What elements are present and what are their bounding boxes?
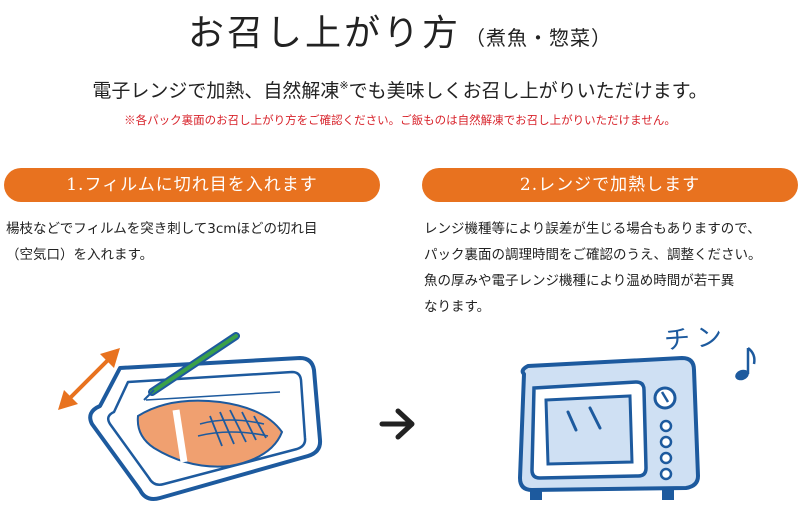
step-1-line: （空気口）を入れます。 <box>6 247 154 263</box>
title-main: お召し上がり方 <box>187 13 461 54</box>
music-note-icon <box>735 347 756 381</box>
step-1-line: 楊枝などでフィルムを突き刺して3cmほどの切れ目 <box>6 221 318 237</box>
caution-note: ※各パック裏面のお召し上がり方をご確認ください。ご飯ものは自然解凍でお召し上がり… <box>124 113 676 127</box>
tray-illustration <box>58 332 323 501</box>
page-title: お召し上がり方（煮魚・惣菜） <box>0 4 800 56</box>
right-arrow-icon <box>379 408 415 440</box>
step-2-description: レンジ機種等により誤差が生じる場合もありますので、 パック裏面の調理時間をご確認… <box>424 216 800 320</box>
step-1-description: 楊枝などでフィルムを突き刺して3cmほどの切れ目 （空気口）を入れます。 <box>6 216 391 268</box>
title-subtitle: （煮魚・惣菜） <box>465 26 612 50</box>
sound-text: チン <box>663 321 730 357</box>
microwave-illustration <box>518 356 700 500</box>
step-2-line: 魚の厚みや電子レンジ機種により温め時間が若干異 <box>424 273 735 289</box>
lead-text-main: 電子レンジで加熱、自然解凍 <box>92 80 340 102</box>
step-1-label: 1.フィルムに切れ目を入れます <box>4 168 380 202</box>
double-arrow-icon <box>58 348 120 410</box>
step-2-label: 2.レンジで加熱します <box>422 168 798 202</box>
lead-note-mark: ※ <box>339 79 349 92</box>
toothpick-icon <box>143 332 240 401</box>
step-2-line: レンジ機種等により誤差が生じる場合もありますので、 <box>424 221 761 237</box>
step-2-line: パック裏面の調理時間をご確認のうえ、調整ください。 <box>424 247 762 263</box>
lead-text-after: でも美味しくお召し上がりいただけます。 <box>348 80 708 102</box>
step-2-line: なります。 <box>424 299 491 315</box>
lead-text: 電子レンジで加熱、自然解凍※でも美味しくお召し上がりいただけます。 <box>0 76 800 103</box>
